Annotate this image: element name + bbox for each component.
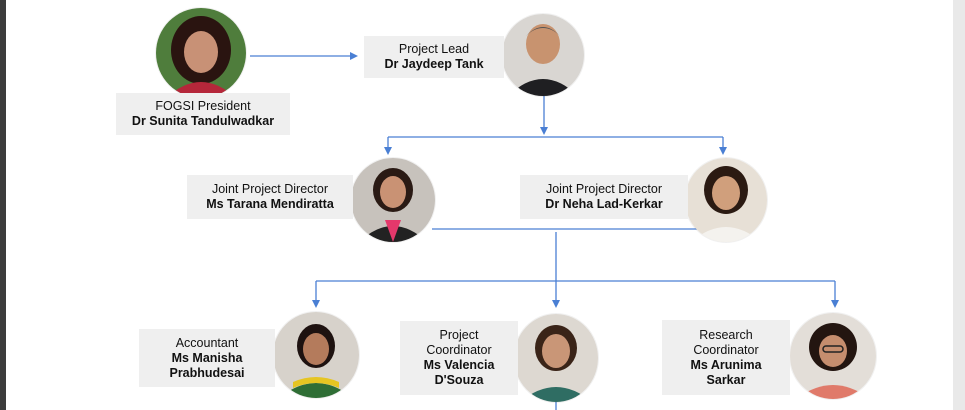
avatar-coordinator2 [790, 313, 876, 399]
name-coordinator1-line2: D'Souza [434, 373, 484, 387]
avatar-director1 [351, 158, 435, 242]
role-accountant: Accountant [175, 335, 239, 350]
label-coordinator2: Research Coordinator Ms Arunima Sarkar [662, 320, 790, 395]
avatar-lead [502, 14, 584, 96]
avatar-coordinator1 [514, 314, 598, 402]
name-director2: Dr Neha Lad-Kerkar [545, 197, 663, 211]
name-director1: Ms Tarana Mendiratta [206, 197, 334, 211]
label-director2: Joint Project Director Dr Neha Lad-Kerka… [520, 175, 688, 219]
role-director2: Joint Project Director [545, 182, 662, 196]
name-accountant-line1: Ms Manisha [171, 350, 243, 365]
label-lead: Project Lead Dr Jaydeep Tank [364, 36, 504, 78]
name-coordinator2-line1: Ms Arunima [690, 357, 762, 372]
label-president: FOGSI President Dr Sunita Tandulwadkar [116, 93, 290, 135]
name-accountant-line2: Prabhudesai [169, 365, 245, 380]
label-coordinator1: Project Coordinator Ms Valencia D'Souza [400, 321, 518, 395]
avatar-president [156, 8, 246, 98]
role-coordinator1-line2: Coordinator [426, 343, 492, 357]
name-lead: Dr Jaydeep Tank [384, 57, 484, 71]
role-coordinator2-line2: Coordinator [693, 342, 759, 357]
name-president: Dr Sunita Tandulwadkar [131, 114, 275, 128]
label-accountant: Accountant Ms Manisha Prabhudesai [139, 329, 275, 387]
name-coordinator2-line2: Sarkar [706, 372, 746, 387]
role-coordinator1-line1: Project [439, 328, 479, 342]
window-edge-left [0, 0, 6, 410]
window-edge-right [953, 0, 965, 410]
role-coordinator2-line1: Research [699, 327, 753, 342]
avatar-accountant [273, 312, 359, 398]
role-lead: Project Lead [398, 42, 470, 56]
role-president: FOGSI President [155, 99, 251, 113]
role-director1: Joint Project Director [211, 182, 328, 196]
name-coordinator1-line1: Ms Valencia [423, 358, 495, 372]
label-director1: Joint Project Director Ms Tarana Mendira… [187, 175, 353, 219]
avatar-director2 [685, 158, 767, 242]
